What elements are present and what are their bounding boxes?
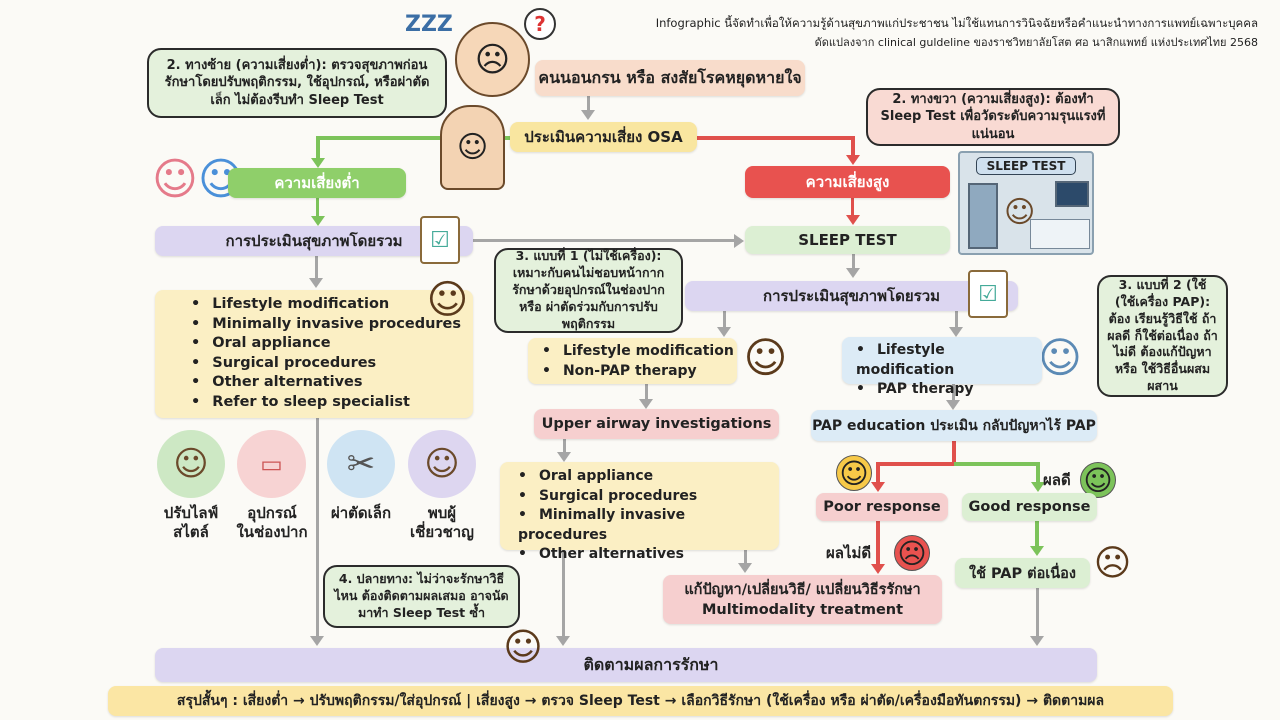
child-icon: ☺ — [743, 332, 788, 382]
doctor-icon: ☺ — [440, 105, 505, 190]
clipboard-icon: ☑ — [968, 270, 1008, 318]
multimodality-line-2: Multimodality treatment — [701, 601, 904, 618]
lifestyle-person-icon: ☺ — [157, 430, 225, 498]
list-item: Oral appliance — [518, 467, 779, 487]
teeth-icon: ▭ — [237, 430, 306, 498]
upper-airway-box: Upper airway investigations — [534, 409, 779, 439]
list-item: Surgical procedures — [191, 354, 473, 374]
laughing-face-icon: ☺ — [836, 455, 872, 491]
callout-high-risk: 2. ทางขวา (ความเสี่ยงสูง): ต้องทำ Sleep … — [866, 88, 1120, 146]
clipboard-icon: ☑ — [420, 216, 460, 264]
doctor-pointing-icon: ☺ — [503, 625, 543, 669]
continue-pap-box: ใช้ PAP ต่อเนื่อง — [955, 558, 1090, 588]
smiley-face-icon: ☺ — [1080, 462, 1116, 498]
specialist-doctor-icon: ☺ — [408, 430, 476, 498]
list-item: Other alternatives — [191, 373, 473, 393]
callout-type-2: 3. แบบที่ 2 (ใช้ (ใช้เครื่อง PAP): ต้อง … — [1097, 275, 1228, 397]
start-box: คนนอนกรน หรือ สงสัยโรคหยุดหายใจ — [535, 60, 805, 96]
disclaimer-line-1: Infographic นี้จัดทำเพื่อให้ความรู้ด้านส… — [655, 16, 1258, 30]
sad-face-icon: ☹ — [894, 535, 930, 571]
overall-assessment-right: การประเมินสุขภาพโดยรวม — [685, 281, 1018, 311]
icon-label-oral-appliance: อุปกรณ์ในช่องปาก — [236, 504, 308, 541]
list-item: Other alternatives — [518, 545, 779, 565]
follow-up-label: ติดตามผลการรักษา — [583, 654, 719, 674]
list-item: Non-PAP therapy — [542, 362, 737, 382]
non-pap-list: Lifestyle modification Non-PAP therapy — [528, 338, 737, 384]
list-item: Lifestyle modification — [542, 342, 737, 362]
sleep-test-image: SLEEP TEST ☺ — [958, 151, 1094, 255]
scissors-icon: ✂ — [327, 430, 395, 498]
high-risk-box: ความเสี่ยงสูง — [745, 166, 950, 198]
list-item: Lifestyle modification — [191, 295, 473, 315]
sleep-test-image-label: SLEEP TEST — [976, 157, 1076, 175]
icon-label-specialist: พบผู้เชี่ยวชาญ — [410, 504, 474, 541]
worried-child-icon: ☹ — [1093, 542, 1132, 584]
sleep-test-box: SLEEP TEST — [745, 226, 950, 254]
poor-response-box: Poor response — [816, 493, 948, 521]
assess-osa-box: ประเมินความเสี่ยง OSA — [510, 122, 697, 152]
good-label: ผลดี — [1043, 471, 1071, 489]
multimodality-box: แก้ปัญหา/เปลี่ยนวิธี/ แปลี่ยนวิธีรรักษา … — [663, 575, 942, 624]
low-risk-options-list: Lifestyle modification Minimally invasiv… — [155, 290, 473, 418]
low-risk-box: ความเสี่ยงต่ำ — [228, 168, 406, 198]
icon-label-lifestyle: ปรับไลฟ์สไตล์ — [163, 504, 219, 541]
multimodality-line-1: แก้ปัญหา/เปลี่ยนวิธี/ แปลี่ยนวิธีรรักษา — [684, 581, 921, 598]
callout-type-1: 3. แบบที่ 1 (ไม่ใช้เครื่อง): เหมาะกับคนไ… — [494, 248, 683, 333]
disclaimer-line-2: ดัดแปลงจาก clinical guldeline ของราชวิทย… — [814, 36, 1258, 49]
bad-label: ผลไม่ดี — [826, 544, 872, 562]
list-item: Surgical procedures — [518, 487, 779, 507]
pap-list: Lifestyle modification PAP therapy — [842, 337, 1042, 397]
list-item: Minimally invasive procedures — [191, 315, 473, 335]
good-response-box: Good response — [962, 493, 1097, 521]
list-item: PAP therapy — [856, 380, 1042, 400]
oral-appliance-person-icon: ☺ — [426, 277, 469, 323]
follow-up-bar: ติดตามผลการรักษา — [155, 648, 1097, 682]
callout-end: 4. ปลายทาง: ไม่ว่าจะรักษาวิธีไหน ต้องติด… — [323, 565, 520, 628]
callout-low-risk: 2. ทางซ้าย (ความเสี่ยงต่ำ): ตรวจสุขภาพก่… — [147, 48, 447, 118]
summary-bar: สรุปสั้นๆ : เสี่ยงต่ำ → ปรับพฤติกรรม/ใส่… — [108, 686, 1173, 716]
icon-label-minor-surgery: ผ่าตัดเล็ก — [330, 504, 392, 522]
snoring-person-icon: ☹ — [455, 22, 530, 97]
list-item: Lifestyle modification — [856, 341, 1042, 380]
list-item: Refer to sleep specialist — [191, 393, 473, 413]
list-item: Oral appliance — [191, 334, 473, 354]
pap-education-box: PAP education ประเมิน กลับปัญหาไร้ PAP — [811, 410, 1097, 441]
list-item: Minimally invasive procedures — [518, 506, 779, 545]
question-icon: ? — [524, 8, 556, 40]
disclaimer: Infographic นี้จัดทำเพื่อให้ความรู้ด้านส… — [656, 14, 1258, 52]
non-pap-options-list: Oral appliance Surgical procedures Minim… — [500, 462, 779, 562]
pap-mask-person-icon: ☺ — [1038, 332, 1082, 382]
zzz-icon: ZZZ — [405, 12, 453, 37]
